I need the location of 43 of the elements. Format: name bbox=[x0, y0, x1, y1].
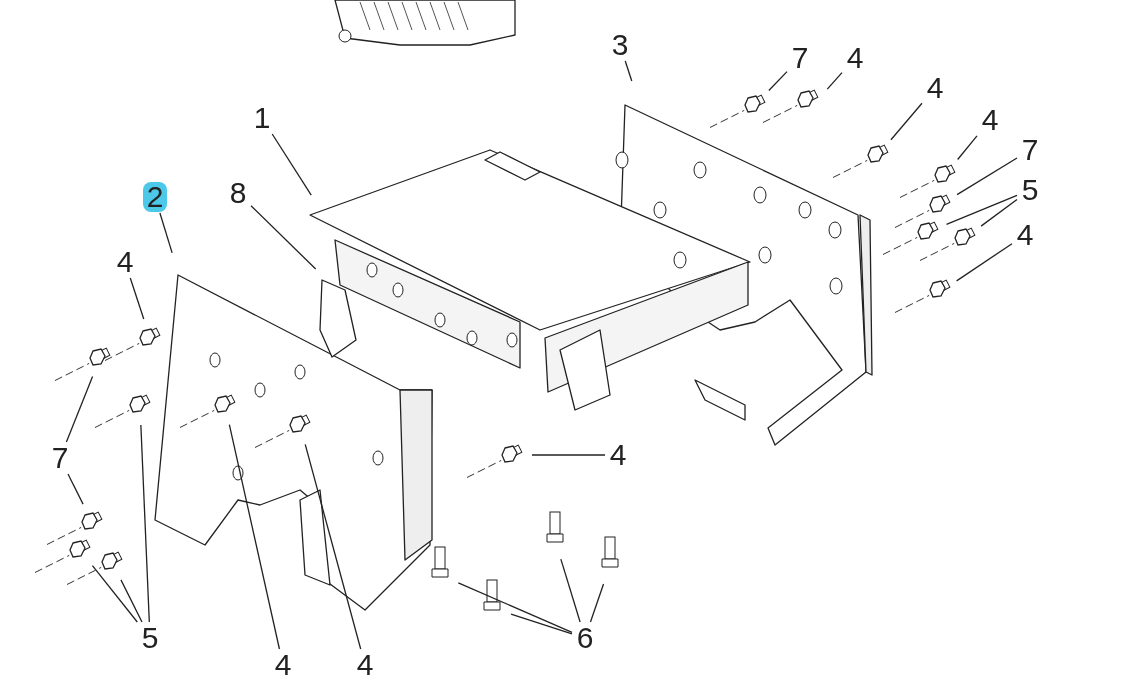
leader-line bbox=[159, 212, 173, 254]
leader-line bbox=[826, 71, 843, 90]
callout-number: 5 bbox=[1018, 175, 1042, 205]
callout-number: 4 bbox=[923, 73, 947, 103]
leader-line bbox=[980, 198, 1018, 227]
callout-number: 8 bbox=[226, 178, 250, 208]
callout-number: 2 bbox=[143, 182, 167, 212]
leader-line bbox=[768, 70, 788, 92]
leader-line bbox=[120, 579, 143, 623]
callout-number: 6 bbox=[573, 623, 597, 653]
leader-line bbox=[271, 133, 312, 196]
callout-number: 4 bbox=[353, 650, 377, 680]
leader-line bbox=[890, 102, 923, 141]
leader-line bbox=[945, 194, 1018, 226]
callout-number: 3 bbox=[608, 30, 632, 60]
leader-line bbox=[91, 565, 138, 623]
callout-number: 4 bbox=[606, 440, 630, 470]
leader-line bbox=[457, 582, 573, 633]
leader-line bbox=[67, 473, 84, 505]
leader-line bbox=[589, 583, 605, 623]
leader-line bbox=[957, 135, 978, 161]
leader-line bbox=[250, 205, 317, 270]
callout-number: 7 bbox=[1018, 135, 1042, 165]
callout-number: 7 bbox=[48, 443, 72, 473]
leader-line bbox=[560, 558, 581, 623]
callout-number: 4 bbox=[978, 105, 1002, 135]
leader-line bbox=[304, 443, 362, 650]
leader-line bbox=[65, 375, 94, 443]
callout-number: 4 bbox=[113, 247, 137, 277]
callout-number: 1 bbox=[250, 103, 274, 133]
leader-line bbox=[531, 454, 606, 456]
callout-number: 7 bbox=[788, 43, 812, 73]
leader-line bbox=[228, 423, 281, 650]
leader-line bbox=[955, 243, 1013, 282]
callout-number: 4 bbox=[1013, 220, 1037, 250]
leader-line bbox=[956, 157, 1018, 196]
leader-line bbox=[140, 424, 150, 623]
callout-number: 4 bbox=[271, 650, 295, 680]
leader-line bbox=[624, 60, 633, 82]
callout-number: 4 bbox=[843, 43, 867, 73]
leader-line bbox=[129, 277, 145, 320]
leader-line bbox=[510, 613, 573, 635]
callout-number: 5 bbox=[138, 623, 162, 653]
